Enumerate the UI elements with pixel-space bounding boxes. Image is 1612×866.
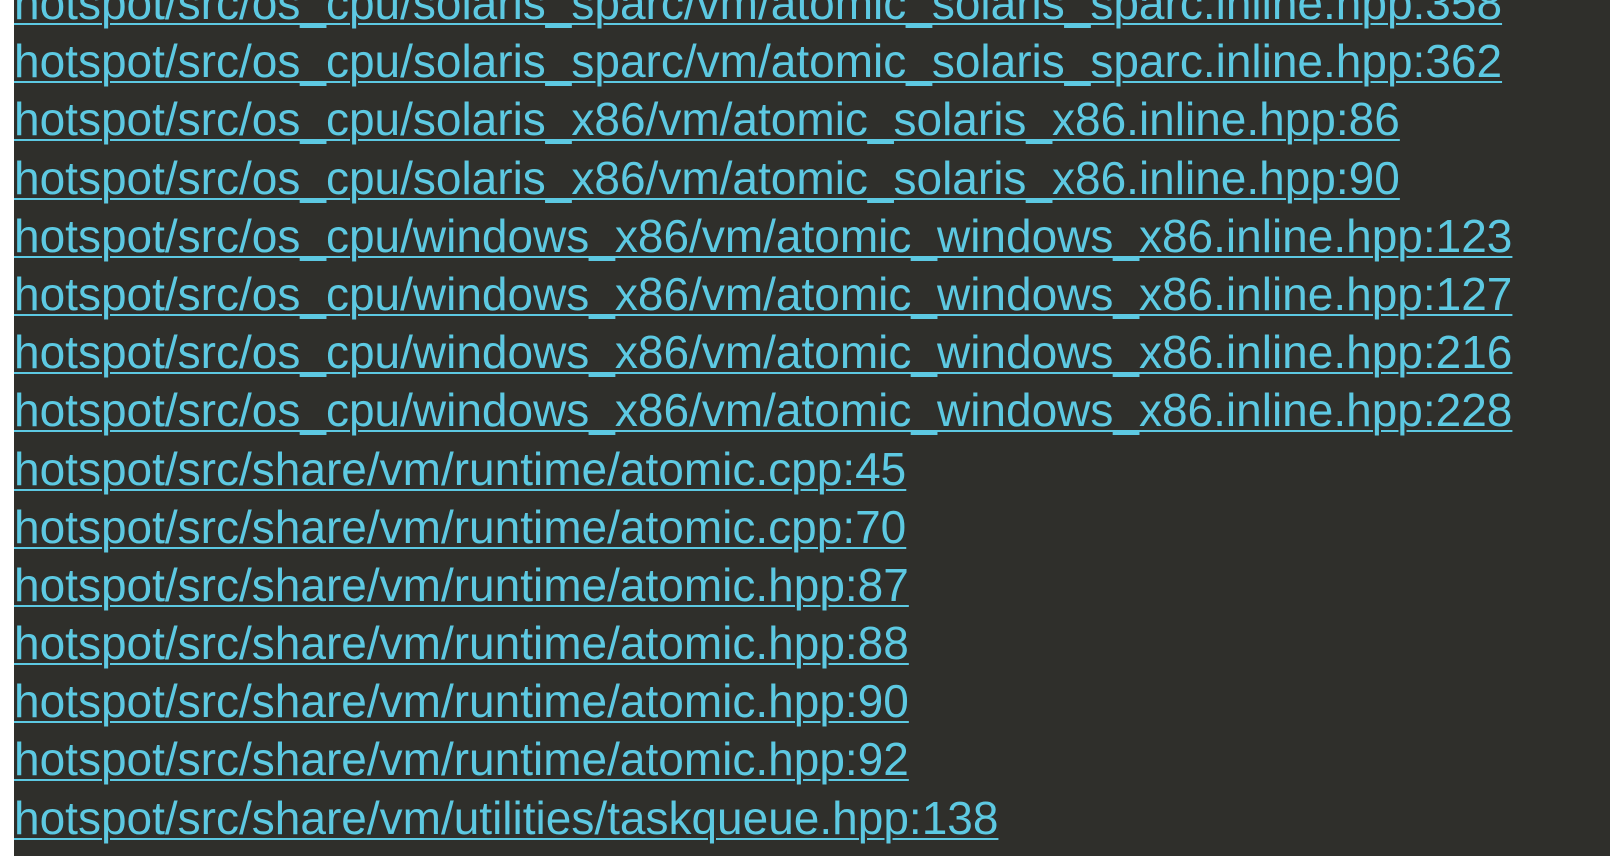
result-link[interactable]: hotspot/src/share/vm/runtime/atomic.hpp:…	[14, 617, 909, 670]
search-results-panel: hotspot/src/os_cpu/solaris_sparc/vm/atom…	[14, 0, 1610, 856]
result-link[interactable]: hotspot/src/os_cpu/solaris_x86/vm/atomic…	[14, 151, 1400, 204]
result-link[interactable]: hotspot/src/share/vm/runtime/atomic.hpp:…	[14, 733, 909, 786]
result-link[interactable]: hotspot/src/os_cpu/solaris_sparc/vm/atom…	[14, 35, 1503, 88]
result-link[interactable]: hotspot/src/os_cpu/solaris_sparc/vm/atom…	[14, 0, 1503, 29]
list-item: hotspot/src/share/vm/utilities/taskqueue…	[14, 789, 1512, 847]
result-link[interactable]: hotspot/src/os_cpu/windows_x86/vm/atomic…	[14, 209, 1513, 262]
result-link[interactable]: hotspot/src/share/vm/utilities/taskqueue…	[14, 791, 999, 844]
result-link[interactable]: hotspot/src/os_cpu/solaris_x86/vm/atomic…	[14, 93, 1400, 146]
result-link[interactable]: hotspot/src/share/vm/runtime/atomic.hpp:…	[14, 558, 909, 611]
list-item: hotspot/src/share/vm/runtime/atomic.hpp:…	[14, 672, 1512, 730]
list-item: hotspot/src/os_cpu/solaris_sparc/vm/atom…	[14, 0, 1512, 32]
list-item: hotspot/src/share/vm/runtime/atomic.cpp:…	[14, 498, 1512, 556]
list-item: hotspot/src/os_cpu/windows_x86/vm/atomic…	[14, 323, 1512, 381]
result-link[interactable]: hotspot/src/os_cpu/windows_x86/vm/atomic…	[14, 267, 1513, 320]
result-link[interactable]: hotspot/src/share/vm/runtime/atomic.cpp:…	[14, 500, 907, 553]
result-link[interactable]: hotspot/src/os_cpu/windows_x86/vm/atomic…	[14, 384, 1513, 437]
list-item: hotspot/src/os_cpu/windows_x86/vm/atomic…	[14, 381, 1512, 439]
list-item: hotspot/src/share/vm/runtime/atomic.hpp:…	[14, 614, 1512, 672]
list-item: hotspot/src/share/vm/runtime/atomic.hpp:…	[14, 730, 1512, 788]
result-link[interactable]: hotspot/src/share/vm/runtime/atomic.hpp:…	[14, 675, 909, 728]
result-link[interactable]: hotspot/src/os_cpu/windows_x86/vm/atomic…	[14, 326, 1513, 379]
list-item: hotspot/src/os_cpu/windows_x86/vm/atomic…	[14, 265, 1512, 323]
list-item: hotspot/src/os_cpu/solaris_sparc/vm/atom…	[14, 32, 1512, 90]
list-item: hotspot/src/share/vm/runtime/atomic.hpp:…	[14, 556, 1512, 614]
list-item: hotspot/src/os_cpu/solaris_x86/vm/atomic…	[14, 149, 1512, 207]
list-item: hotspot/src/os_cpu/solaris_x86/vm/atomic…	[14, 90, 1512, 148]
list-item: hotspot/src/os_cpu/windows_x86/vm/atomic…	[14, 207, 1512, 265]
results-list: hotspot/src/os_cpu/solaris_sparc/vm/atom…	[14, 0, 1512, 847]
result-link[interactable]: hotspot/src/share/vm/runtime/atomic.cpp:…	[14, 442, 907, 495]
list-item: hotspot/src/share/vm/runtime/atomic.cpp:…	[14, 440, 1512, 498]
